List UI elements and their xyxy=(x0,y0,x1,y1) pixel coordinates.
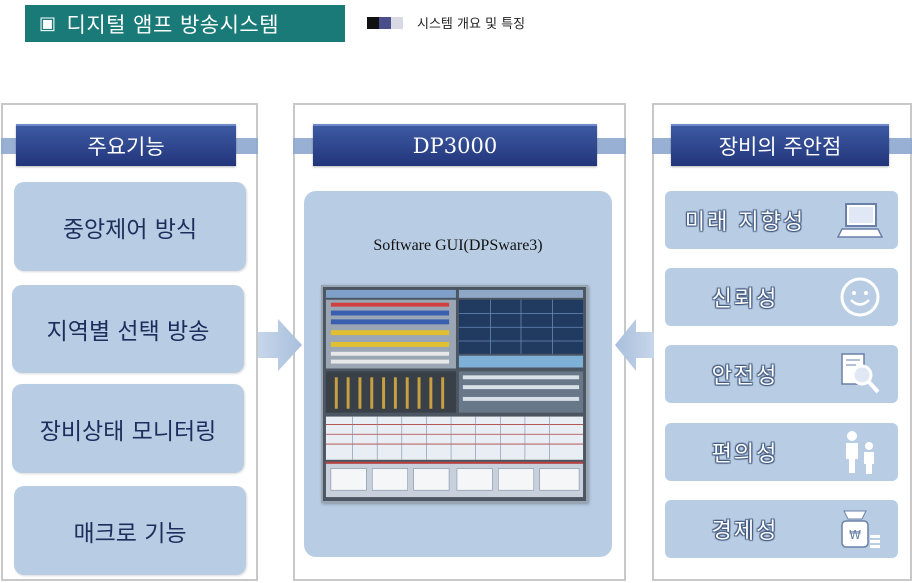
square-bullet-icon: ▣ xyxy=(39,13,57,34)
dp3000-title: DP3000 xyxy=(313,124,597,166)
point-economy: 경제성 ₩ xyxy=(665,500,898,558)
point-future-oriented: 미래 지향성 xyxy=(665,191,898,249)
point-label: 경제성 xyxy=(711,519,779,544)
point-label: 안전성 xyxy=(711,364,779,389)
page-title-badge: ▣ 디지털 앰프 방송시스템 xyxy=(25,5,345,42)
point-safety: 안전성 xyxy=(665,345,898,403)
point-label: 신뢰성 xyxy=(711,287,779,312)
point-label: 편의성 xyxy=(711,442,779,467)
smiley-icon xyxy=(840,277,880,317)
page-title: 디지털 앰프 방송시스템 xyxy=(66,12,280,37)
people-icon xyxy=(846,431,874,474)
subtitle-text: 시스템 개요 및 특징 xyxy=(417,17,526,32)
point-convenience: 편의성 xyxy=(665,423,898,481)
main-functions-title: 주요기능 xyxy=(16,124,236,166)
left-arrow-icon xyxy=(615,319,654,371)
feature-central-control: 중앙제어 방식 xyxy=(14,182,246,271)
magnifier-icon xyxy=(841,353,880,394)
software-gui-screenshot xyxy=(321,285,588,503)
right-arrow-icon xyxy=(258,319,302,371)
money-bag-icon: ₩ xyxy=(841,510,880,548)
svg-text:₩: ₩ xyxy=(849,528,861,542)
key-points-title: 장비의 주안점 xyxy=(671,124,889,166)
feature-macro: 매크로 기능 xyxy=(14,486,246,575)
feature-monitoring: 장비상태 모니터링 xyxy=(12,384,244,473)
point-reliability: 신뢰성 xyxy=(665,268,898,326)
computer-icon xyxy=(836,203,884,238)
subtitle: 시스템 개요 및 특징 xyxy=(367,13,525,32)
point-label: 미래 지향성 xyxy=(684,210,806,235)
feature-zone-broadcast: 지역별 선택 방송 xyxy=(12,285,244,373)
gui-caption: Software GUI(DPSware3) xyxy=(373,237,543,254)
color-squares-icon xyxy=(367,16,403,29)
